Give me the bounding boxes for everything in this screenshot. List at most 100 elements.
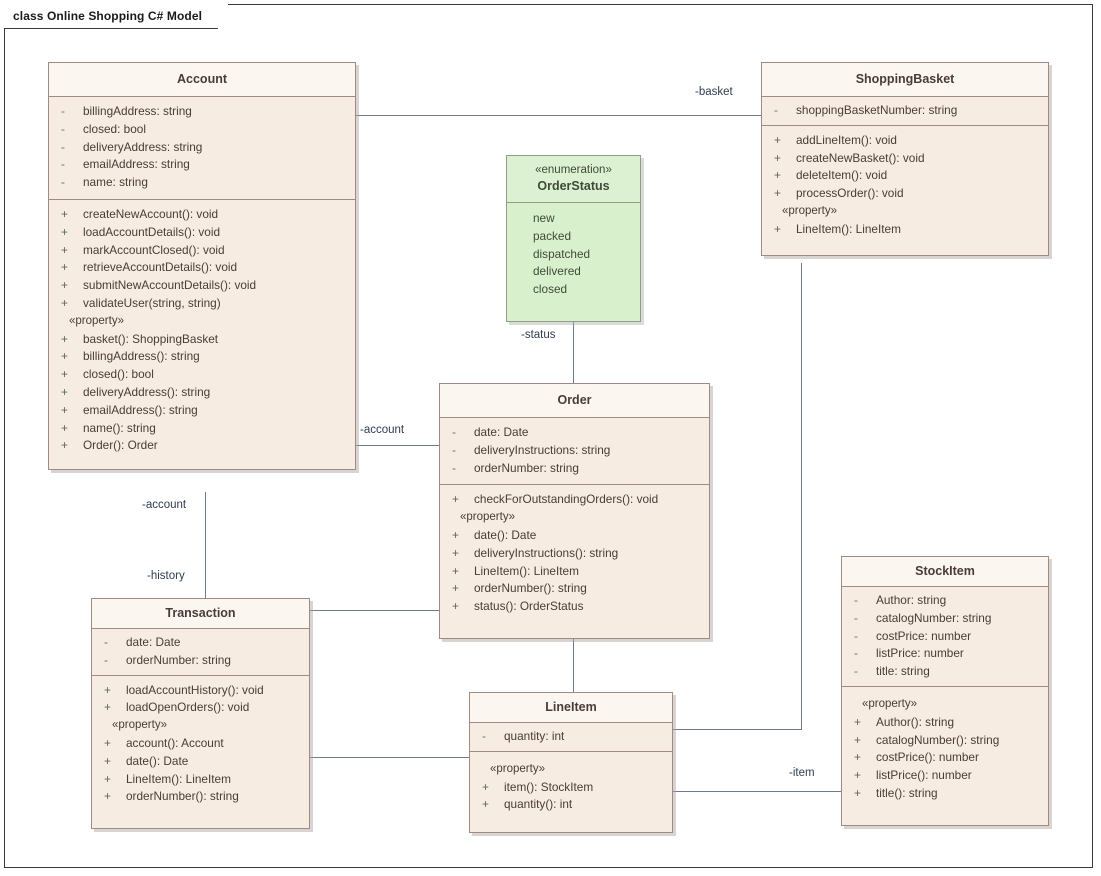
visibility-marker: - xyxy=(854,664,858,679)
visibility-marker: + xyxy=(482,779,489,794)
property-row: + quantity(): int xyxy=(474,796,668,814)
member-text: closed xyxy=(533,282,568,297)
property-row: +title(): string xyxy=(846,785,1044,803)
property-row: +billingAddress(): string xyxy=(53,348,351,366)
visibility-marker: - xyxy=(104,652,108,667)
visibility-marker: + xyxy=(104,771,111,786)
visibility-marker: + xyxy=(61,331,68,346)
attribute-row: -billingAddress: string xyxy=(53,103,351,121)
member-text: date(): Date xyxy=(474,527,537,542)
operation-row: +createNewAccount(): void xyxy=(53,206,351,224)
member-text: quantity: int xyxy=(504,729,565,743)
member-text: costPrice: number xyxy=(876,628,972,643)
attribute-row: -deliveryAddress: string xyxy=(53,139,351,157)
visibility-marker: - xyxy=(452,460,456,475)
member-text: quantity(): int xyxy=(504,797,573,812)
member-text: listPrice(): number xyxy=(876,768,972,783)
property-row: +closed(): bool xyxy=(53,366,351,384)
class-transaction-attributes: -date: Date -orderNumber: string xyxy=(92,629,309,675)
visibility-marker: - xyxy=(854,593,858,607)
class-lineitem-properties: «property» +item(): StockItem +quantity(… xyxy=(470,750,672,833)
visibility-marker: + xyxy=(61,278,68,293)
visibility-marker: - xyxy=(854,646,858,661)
property-row: +name(): string xyxy=(53,420,351,438)
visibility-marker: + xyxy=(854,714,861,729)
class-account[interactable]: Account -billingAddress: string -closed:… xyxy=(48,62,356,471)
enumeration-orderstatus[interactable]: «enumeration» OrderStatus new packed dis… xyxy=(506,155,641,322)
member-text: submitNewAccountDetails(): void xyxy=(83,278,257,293)
member-text: Author(): string xyxy=(876,714,955,729)
member-text: processOrder(): void xyxy=(796,186,904,201)
connector-transaction-order xyxy=(310,610,440,611)
member-text: basket(): ShoppingBasket xyxy=(83,331,219,346)
visibility-marker: - xyxy=(61,157,65,172)
visibility-marker: + xyxy=(452,527,459,542)
class-stockitem[interactable]: StockItem -Author: string -catalogNumber… xyxy=(841,556,1049,826)
visibility-marker: + xyxy=(61,384,68,399)
property-stereotype: «property» xyxy=(782,204,837,217)
operation-row: +processOrder(): void xyxy=(766,185,1044,203)
member-text: loadAccountHistory(): void xyxy=(126,682,264,697)
class-lineitem[interactable]: LineItem -quantity: int «property» +item… xyxy=(469,692,673,834)
connector-label-account-transaction: -account xyxy=(142,499,187,511)
property-row: +LineItem(): LineItem xyxy=(444,563,705,581)
class-shoppingbasket[interactable]: ShoppingBasket -shoppingBasketNumber: st… xyxy=(761,62,1049,256)
visibility-marker: + xyxy=(774,150,781,165)
operation-row: + loadAccountDetails(): void xyxy=(53,224,351,242)
connector-label-status: -status xyxy=(521,329,556,341)
connector-orderstatus-order xyxy=(573,318,574,384)
class-order-name: Order xyxy=(440,384,709,418)
connector-order-lineitem xyxy=(573,635,574,693)
property-stereotype: «property» xyxy=(460,511,515,524)
visibility-marker: + xyxy=(452,492,459,507)
visibility-marker: + xyxy=(61,349,68,364)
operation-row: +deleteItem(): void xyxy=(766,167,1044,185)
visibility-marker: - xyxy=(854,610,858,625)
member-text: checkForOutstandingOrders(): void xyxy=(474,492,659,507)
visibility-marker: + xyxy=(854,768,861,783)
member-text: catalogNumber(): string xyxy=(876,732,1000,747)
attribute-row: -deliveryInstructions: string xyxy=(444,442,705,460)
member-text: catalogNumber: string xyxy=(876,610,992,625)
member-text: emailAddress: string xyxy=(83,157,190,172)
class-shoppingbasket-name: ShoppingBasket xyxy=(762,63,1048,97)
class-stockitem-properties: «property» +Author(): string +catalogNum… xyxy=(842,685,1048,825)
property-row: + date(): Date xyxy=(444,527,705,545)
operation-row: + submitNewAccountDetails(): void xyxy=(53,277,351,295)
visibility-marker: + xyxy=(61,242,68,257)
operation-row: + checkForOutstandingOrders(): void xyxy=(444,491,705,509)
connector-label-account-order: -account xyxy=(360,424,405,436)
member-text: new xyxy=(533,211,555,225)
visibility-marker: + xyxy=(482,797,489,812)
member-text: loadOpenOrders(): void xyxy=(126,700,250,715)
property-row: +LineItem(): LineItem xyxy=(96,771,305,789)
visibility-marker: + xyxy=(452,599,459,614)
class-order[interactable]: Order -date: Date -deliveryInstructions:… xyxy=(439,383,710,639)
visibility-marker: + xyxy=(61,295,68,310)
visibility-marker: - xyxy=(482,729,486,743)
connector-label-item: -item xyxy=(789,767,815,779)
member-text: status(): OrderStatus xyxy=(474,599,584,614)
visibility-marker: + xyxy=(61,224,68,239)
member-text: Author: string xyxy=(876,593,947,607)
member-text: loadAccountDetails(): void xyxy=(83,224,221,239)
visibility-marker: - xyxy=(854,628,858,643)
property-row: + Author(): string xyxy=(846,714,1044,732)
connector-account-transaction xyxy=(205,492,206,599)
property-row: +date(): Date xyxy=(96,753,305,771)
class-transaction[interactable]: Transaction -date: Date -orderNumber: st… xyxy=(91,598,310,830)
member-text: deliveryAddress(): string xyxy=(83,384,211,399)
member-text: LineItem(): LineItem xyxy=(796,221,901,236)
member-text: validateUser(string, string) xyxy=(83,295,221,310)
operation-row: +loadOpenOrders(): void xyxy=(96,699,305,717)
member-text: packed xyxy=(533,228,572,243)
class-lineitem-attributes: - quantity: int xyxy=(470,723,672,751)
property-row: +item(): StockItem xyxy=(474,779,668,797)
connector-shoppingbasket-lineitem-vertical xyxy=(801,263,802,730)
attribute-row: - catalogNumber: string xyxy=(846,610,1044,628)
member-text: orderNumber(): string xyxy=(474,581,587,596)
member-text: markAccountClosed(): void xyxy=(83,242,225,257)
diagram-frame-label: class Online Shopping C# Model xyxy=(4,4,229,28)
operation-row: + markAccountClosed(): void xyxy=(53,242,351,260)
class-account-operations: +createNewAccount(): void + loadAccountDe… xyxy=(49,198,355,470)
